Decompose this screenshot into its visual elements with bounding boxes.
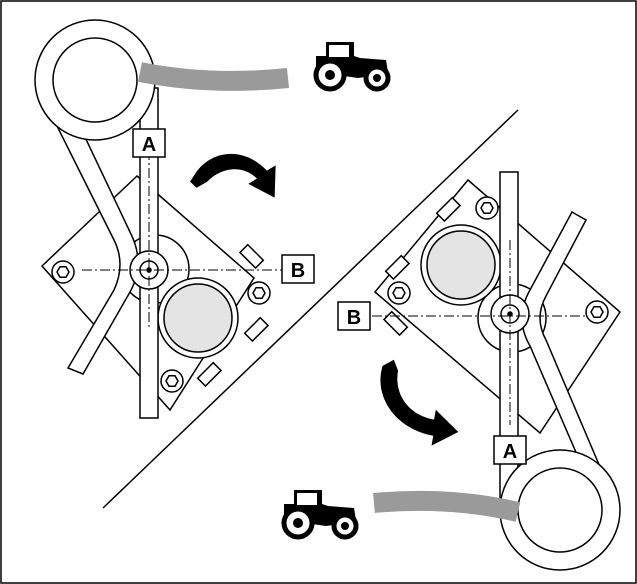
bolt-icon bbox=[51, 260, 75, 284]
upper-left-view bbox=[34, 19, 271, 419]
bolt-icon bbox=[475, 196, 499, 220]
hose-ring-inner bbox=[52, 37, 138, 123]
plate-tab bbox=[196, 361, 223, 388]
plate-tab bbox=[243, 316, 270, 343]
hose bbox=[373, 490, 521, 522]
plate-tab bbox=[382, 310, 409, 337]
plate-tab bbox=[384, 254, 411, 281]
lower-right-view bbox=[373, 171, 621, 571]
label-a-box bbox=[493, 435, 527, 465]
plate-tab bbox=[238, 243, 265, 270]
rotate-arrow-icon bbox=[380, 359, 459, 446]
label-a-box bbox=[132, 128, 166, 158]
disc-inner bbox=[426, 230, 496, 300]
rotate-arrow-icon bbox=[190, 154, 276, 198]
label-b: B bbox=[347, 307, 361, 329]
loop-arm bbox=[45, 103, 139, 375]
bolt-icon bbox=[160, 369, 184, 393]
bolt-icon bbox=[247, 281, 271, 305]
hose-ring-inner bbox=[517, 467, 603, 553]
bolt-icon bbox=[585, 300, 609, 324]
label-a: A bbox=[503, 441, 517, 463]
label-b: B bbox=[291, 260, 305, 282]
bolt-icon bbox=[387, 281, 411, 305]
label-b-box bbox=[281, 254, 315, 284]
plate-tab bbox=[435, 196, 462, 223]
divider-line bbox=[102, 109, 519, 509]
disc-inner bbox=[163, 283, 233, 353]
hose bbox=[138, 62, 290, 91]
label-b-box bbox=[337, 301, 371, 331]
label-a: A bbox=[142, 134, 156, 156]
